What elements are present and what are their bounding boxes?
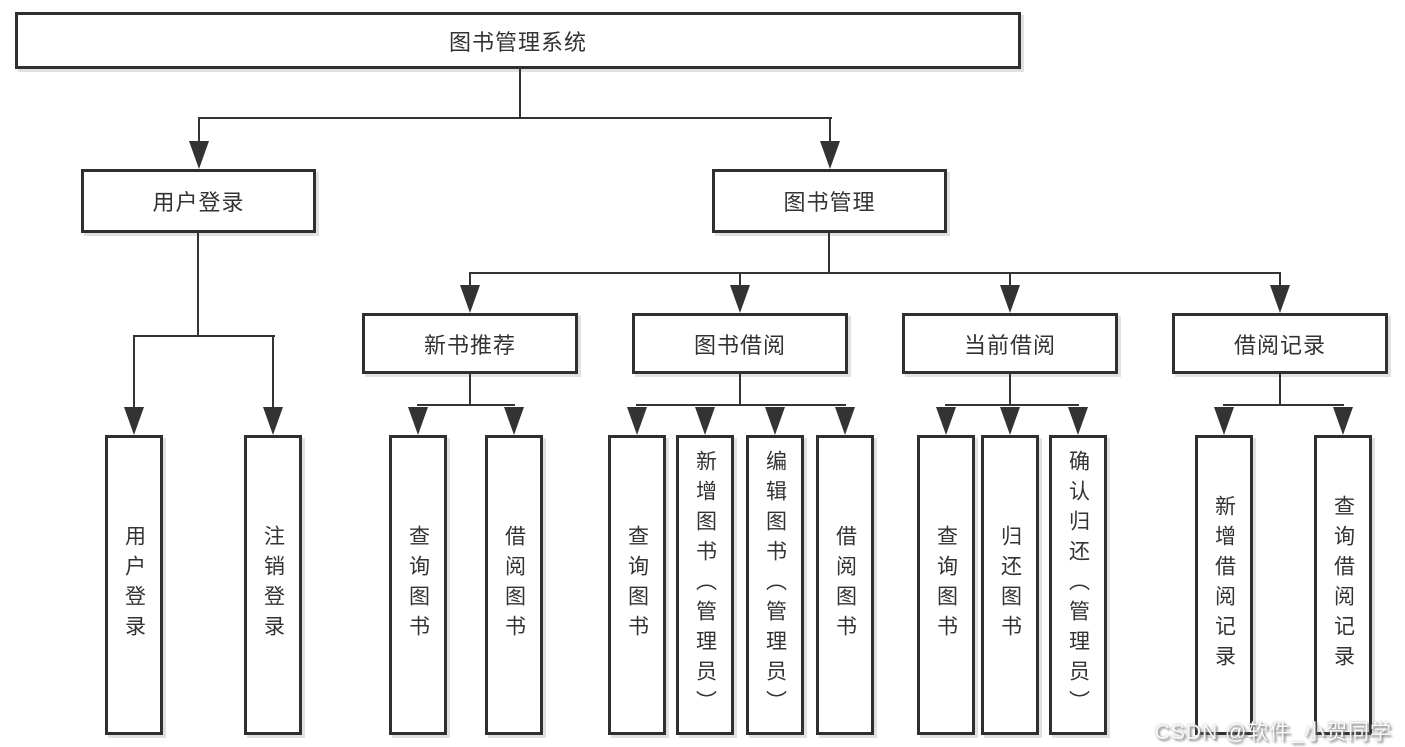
leaf-label: 查询图书 bbox=[406, 525, 430, 645]
connector-level2-hline bbox=[198, 117, 832, 119]
connector-borrow-record-hline bbox=[1223, 404, 1344, 406]
arrowhead-down-icon bbox=[765, 407, 785, 435]
leaf-add-book-admin: 新增图书（管理员） bbox=[676, 435, 734, 735]
arrowhead-down-icon bbox=[627, 407, 647, 435]
leaf-user-login: 用户登录 bbox=[105, 435, 163, 735]
arrowhead-down-icon bbox=[460, 285, 480, 313]
leaf-label: 查询借阅记录 bbox=[1331, 495, 1355, 675]
leaf-query-book-2: 查询图书 bbox=[608, 435, 666, 735]
leaf-edit-book-admin: 编辑图书（管理员） bbox=[746, 435, 804, 735]
leaf-borrow-book-2: 借阅图书 bbox=[816, 435, 874, 735]
leaf-return-book: 归还图书 bbox=[981, 435, 1039, 735]
leaf-borrow-book-1: 借阅图书 bbox=[485, 435, 543, 735]
leaf-confirm-return-admin: 确认归还（管理员） bbox=[1049, 435, 1107, 735]
connector-user-login-stem bbox=[198, 117, 200, 144]
connector-borrow-record-down bbox=[1279, 374, 1281, 406]
arrowhead-down-icon bbox=[820, 141, 840, 169]
node-current-borrow: 当前借阅 bbox=[902, 313, 1118, 374]
node-library-management-system: 图书管理系统 bbox=[15, 12, 1021, 69]
arrowhead-down-icon bbox=[835, 407, 855, 435]
connector-leaf-stem bbox=[739, 272, 741, 288]
connector-user-login-hline bbox=[133, 335, 275, 337]
leaf-label: 注销登录 bbox=[261, 525, 285, 645]
arrowhead-down-icon bbox=[1333, 407, 1353, 435]
leaf-query-book-3: 查询图书 bbox=[917, 435, 975, 735]
arrowhead-down-icon bbox=[124, 407, 144, 435]
connector-leaf-stem bbox=[272, 335, 274, 411]
leaf-label: 新增借阅记录 bbox=[1212, 495, 1236, 675]
arrowhead-down-icon bbox=[695, 407, 715, 435]
connector-leaf-stem bbox=[1279, 272, 1281, 288]
node-borrow-record: 借阅记录 bbox=[1172, 313, 1388, 374]
connector-leaf-stem bbox=[133, 335, 135, 411]
connector-book-borrow-hline bbox=[636, 404, 846, 406]
leaf-logout: 注销登录 bbox=[244, 435, 302, 735]
connector-root-stub bbox=[519, 69, 521, 118]
arrowhead-down-icon bbox=[504, 407, 524, 435]
arrowhead-down-icon bbox=[1068, 407, 1088, 435]
leaf-query-book-1: 查询图书 bbox=[389, 435, 447, 735]
connector-new-book-hline bbox=[417, 404, 515, 406]
arrowhead-down-icon bbox=[1214, 407, 1234, 435]
arrowhead-down-icon bbox=[189, 141, 209, 169]
leaf-label: 编辑图书（管理员） bbox=[763, 450, 787, 720]
leaf-label: 用户登录 bbox=[122, 525, 146, 645]
arrowhead-down-icon bbox=[263, 407, 283, 435]
leaf-query-borrow-record: 查询借阅记录 bbox=[1314, 435, 1372, 735]
leaf-label: 借阅图书 bbox=[502, 525, 526, 645]
arrowhead-down-icon bbox=[1000, 285, 1020, 313]
connector-book-mgmt-stem bbox=[829, 117, 831, 144]
connector-current-borrow-hline bbox=[945, 404, 1079, 406]
node-user-login: 用户登录 bbox=[81, 169, 316, 233]
arrowhead-down-icon bbox=[408, 407, 428, 435]
connector-leaf-stem bbox=[1009, 272, 1011, 288]
connector-user-login-down bbox=[197, 233, 199, 337]
arrowhead-down-icon bbox=[1000, 407, 1020, 435]
node-book-management: 图书管理 bbox=[712, 169, 947, 233]
leaf-label: 确认归还（管理员） bbox=[1066, 450, 1090, 720]
node-new-book-recommend: 新书推荐 bbox=[362, 313, 578, 374]
node-book-borrow: 图书借阅 bbox=[632, 313, 848, 374]
connector-new-book-down bbox=[469, 374, 471, 406]
connector-book-borrow-down bbox=[739, 374, 741, 406]
arrowhead-down-icon bbox=[730, 285, 750, 313]
arrowhead-down-icon bbox=[936, 407, 956, 435]
leaf-add-borrow-record: 新增借阅记录 bbox=[1195, 435, 1253, 735]
leaf-label: 查询图书 bbox=[934, 525, 958, 645]
leaf-label: 归还图书 bbox=[998, 525, 1022, 645]
connector-book-mgmt-down bbox=[828, 233, 830, 274]
connector-leaf-stem bbox=[469, 272, 471, 288]
leaf-label: 新增图书（管理员） bbox=[693, 450, 717, 720]
arrowhead-down-icon bbox=[1270, 285, 1290, 313]
connector-level3-hline bbox=[469, 272, 1281, 274]
leaf-label: 查询图书 bbox=[625, 525, 649, 645]
leaf-label: 借阅图书 bbox=[833, 525, 857, 645]
csdn-watermark: CSDN @软件_小贺同学 bbox=[1154, 721, 1392, 744]
connector-current-borrow-down bbox=[1009, 374, 1011, 406]
